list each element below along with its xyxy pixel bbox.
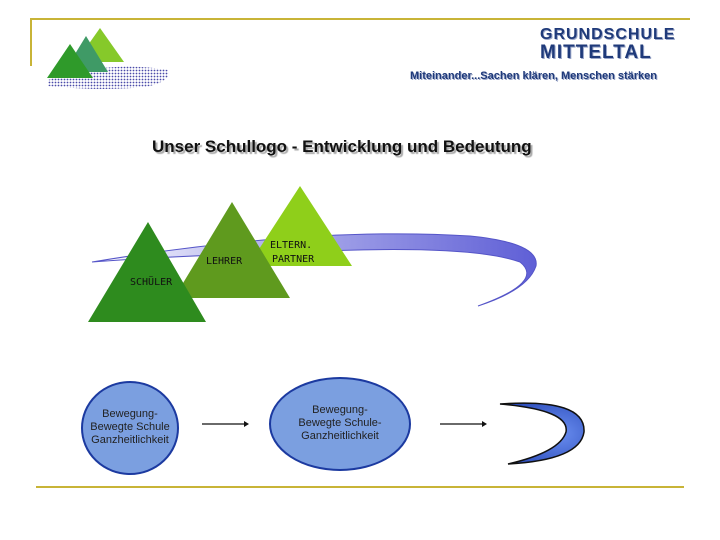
logo-triangle-lehrer: [174, 202, 290, 298]
logo-triangle-schueler: [88, 222, 206, 322]
frame-bottom-line: [36, 486, 684, 488]
circle-left-line1: Bewegung-: [102, 408, 158, 420]
school-motto: Miteinander...Sachen klären, Menschen st…: [410, 70, 657, 82]
frame-left-line: [30, 18, 32, 66]
crescent-shape: [499, 402, 585, 465]
circle-middle-text: Bewegung- Bewegte Schule- Ganzheitlichke…: [280, 404, 400, 443]
arrow-left: [202, 421, 249, 427]
label-partner: PARTNER: [272, 254, 315, 265]
label-lehrer: LEHRER: [206, 256, 243, 267]
frame-top-line: [30, 18, 690, 20]
corner-logo: [47, 28, 169, 89]
circle-left-text: Bewegung- Bewegte Schule Ganzheitlichkei…: [82, 408, 178, 447]
circle-left-line2: Bewegte Schule: [90, 421, 170, 433]
school-name-line1: GRUNDSCHULE: [540, 26, 676, 43]
label-schueler: SCHÜLER: [130, 277, 173, 288]
arrow-right: [440, 421, 487, 427]
circle-left: [81, 381, 179, 475]
corner-logo-dark-triangle: [47, 44, 93, 78]
school-name-line2: MITTELTAL: [540, 42, 652, 63]
circle-middle-line2: Bewegte Schule-: [298, 417, 382, 429]
circle-middle: [269, 377, 411, 471]
label-eltern: ELTERN.: [270, 240, 313, 251]
logo-triangle-eltern: [248, 186, 352, 266]
circle-left-line3: Ganzheitlichkeit: [91, 434, 169, 446]
page-title: Unser Schullogo - Entwicklung und Bedeut…: [152, 137, 532, 156]
circle-middle-line3: Ganzheitlichkeit: [301, 430, 379, 442]
circle-middle-line1: Bewegung-: [312, 404, 368, 416]
